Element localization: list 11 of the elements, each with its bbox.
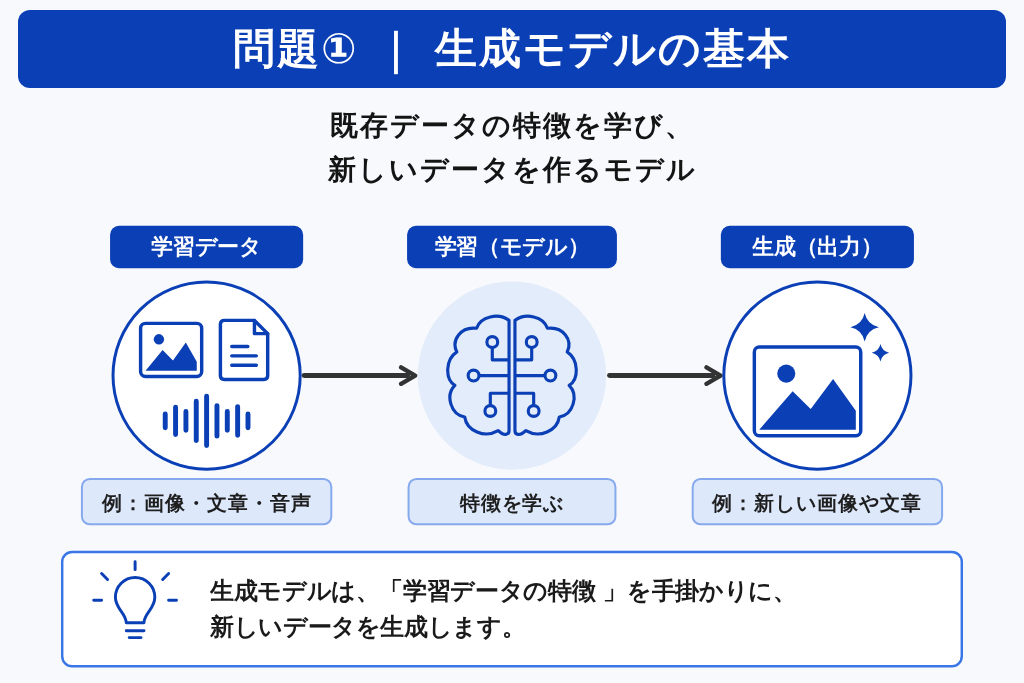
column-heading: 学習データ xyxy=(110,225,304,269)
column-heading: 学習（モデル） xyxy=(407,225,617,269)
arrow xyxy=(301,365,418,386)
column-heading: 生成（出力） xyxy=(720,225,914,269)
title-banner: 問題① ｜ 生成モデルの基本 xyxy=(18,10,1006,88)
tip-text: 生成モデルは、「学習データの特徴 」を手掛かりに、新しいデータを生成します。 xyxy=(210,577,797,641)
caption-tag: 例：新しい画像や文章 xyxy=(691,478,944,526)
subtitle: 既存データの特徴を学び、新しいデータを作るモデル xyxy=(326,108,698,188)
arrow xyxy=(607,365,723,386)
caption-tag: 例：画像・文章・音声 xyxy=(80,478,333,526)
caption-tag: 特徴を学ぶ xyxy=(407,478,617,526)
